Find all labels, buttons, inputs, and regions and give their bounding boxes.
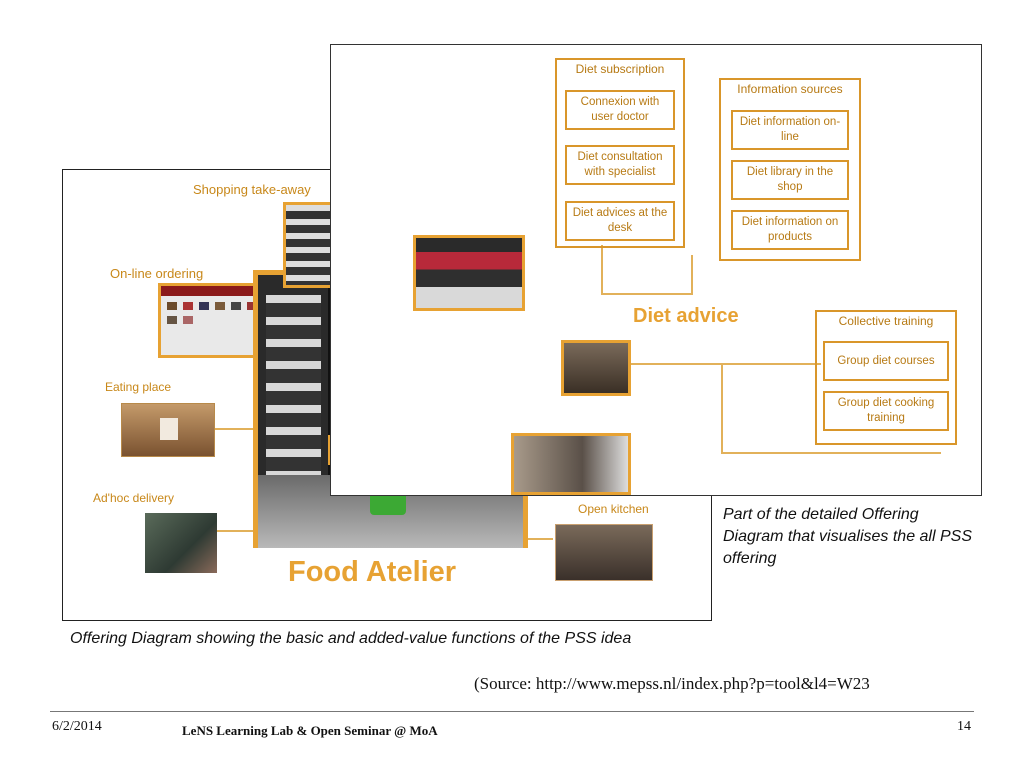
shopping-takeaway-label: Shopping take-away	[193, 182, 311, 197]
connector-line	[213, 428, 253, 430]
page-number: 14	[957, 719, 971, 734]
information-sources-item: Diet library in the shop	[731, 160, 849, 200]
information-sources-item: Diet information on products	[731, 210, 849, 250]
online-ordering-label: On-line ordering	[110, 266, 204, 281]
diet-subscription-title: Diet subscription	[575, 62, 665, 76]
information-sources-item: Diet information on-line	[731, 110, 849, 150]
right-diagram-caption: Part of the detailed Offering Diagram th…	[723, 506, 972, 567]
eating-place-photo	[121, 403, 215, 457]
connector-line	[601, 293, 691, 295]
open-kitchen-label: Open kitchen	[578, 502, 649, 516]
adhoc-delivery-label: Ad'hoc delivery	[93, 491, 174, 505]
footer-divider	[50, 711, 974, 712]
collective-training-title: Collective training	[838, 314, 934, 328]
diet-subscription-item: Diet consultation with specialist	[565, 145, 675, 185]
information-sources-title: Information sources	[737, 82, 843, 96]
diet-subscription-group: Diet subscription	[555, 58, 685, 248]
diet-desk-photo	[561, 340, 631, 396]
connector-line	[721, 452, 941, 454]
collective-training-group: Collective training	[815, 310, 957, 445]
fresh-counter-photo	[413, 235, 525, 311]
left-diagram-caption: Offering Diagram showing the basic and a…	[70, 630, 632, 647]
diet-advice-diagram: Diet subscription Connexion with user do…	[330, 44, 982, 496]
connector-line	[601, 245, 603, 293]
adhoc-delivery-photo	[145, 513, 217, 573]
source-citation: (Source: http://www.mepss.nl/index.php?p…	[474, 674, 870, 693]
collective-training-item: Group diet cooking training	[823, 391, 949, 431]
collective-training-item: Group diet courses	[823, 341, 949, 381]
eating-place-label: Eating place	[105, 380, 172, 394]
diet-subscription-item: Connexion with user doctor	[565, 90, 675, 130]
connector-line	[631, 363, 821, 365]
diet-advice-title: Diet advice	[633, 305, 739, 327]
footer-title: LeNS Learning Lab & Open Seminar @ MoA	[182, 723, 438, 738]
open-kitchen-photo	[555, 524, 653, 581]
connector-line	[721, 363, 723, 453]
connector-line	[528, 538, 553, 540]
information-sources-group: Information sources	[719, 78, 861, 261]
street-photo	[511, 433, 631, 495]
connector-line	[691, 255, 693, 295]
food-atelier-title: Food Atelier	[288, 556, 457, 588]
diet-subscription-item: Diet advices at the desk	[565, 201, 675, 241]
connector-line	[213, 530, 253, 532]
online-ordering-photo	[158, 283, 268, 358]
footer-date: 6/2/2014	[52, 719, 102, 734]
